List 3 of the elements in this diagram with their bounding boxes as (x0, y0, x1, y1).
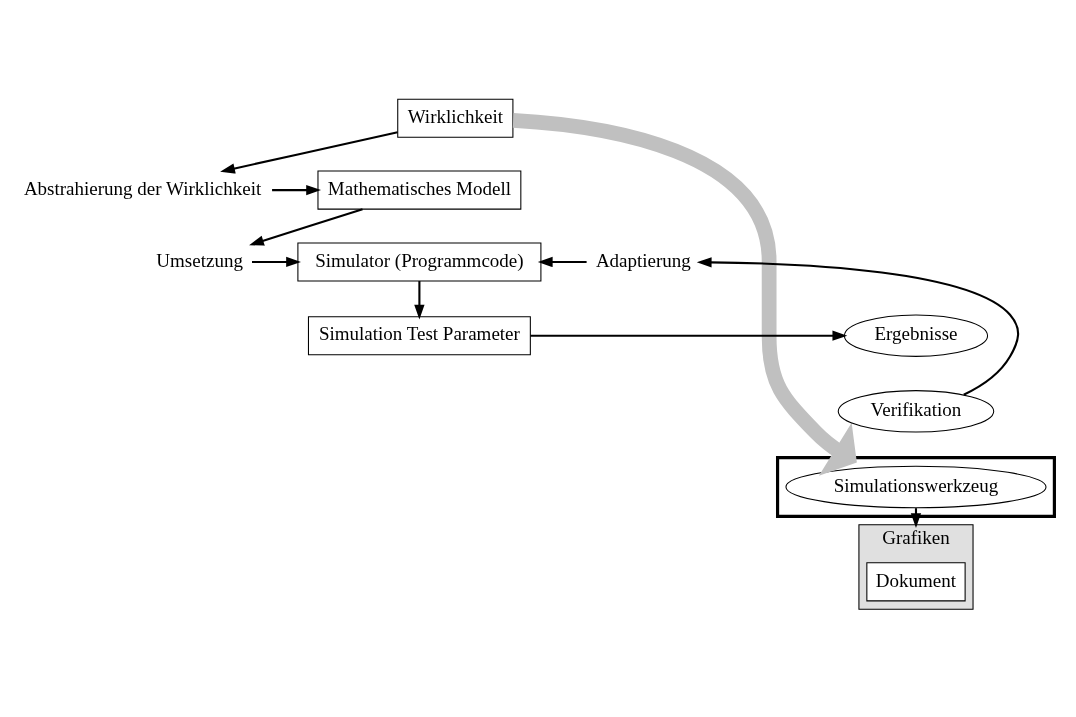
node-text: Umsetzung (156, 249, 243, 271)
node-text: Abstrahierung der Wirklichkeit (23, 177, 262, 199)
node-text: Adaptierung (595, 249, 691, 271)
